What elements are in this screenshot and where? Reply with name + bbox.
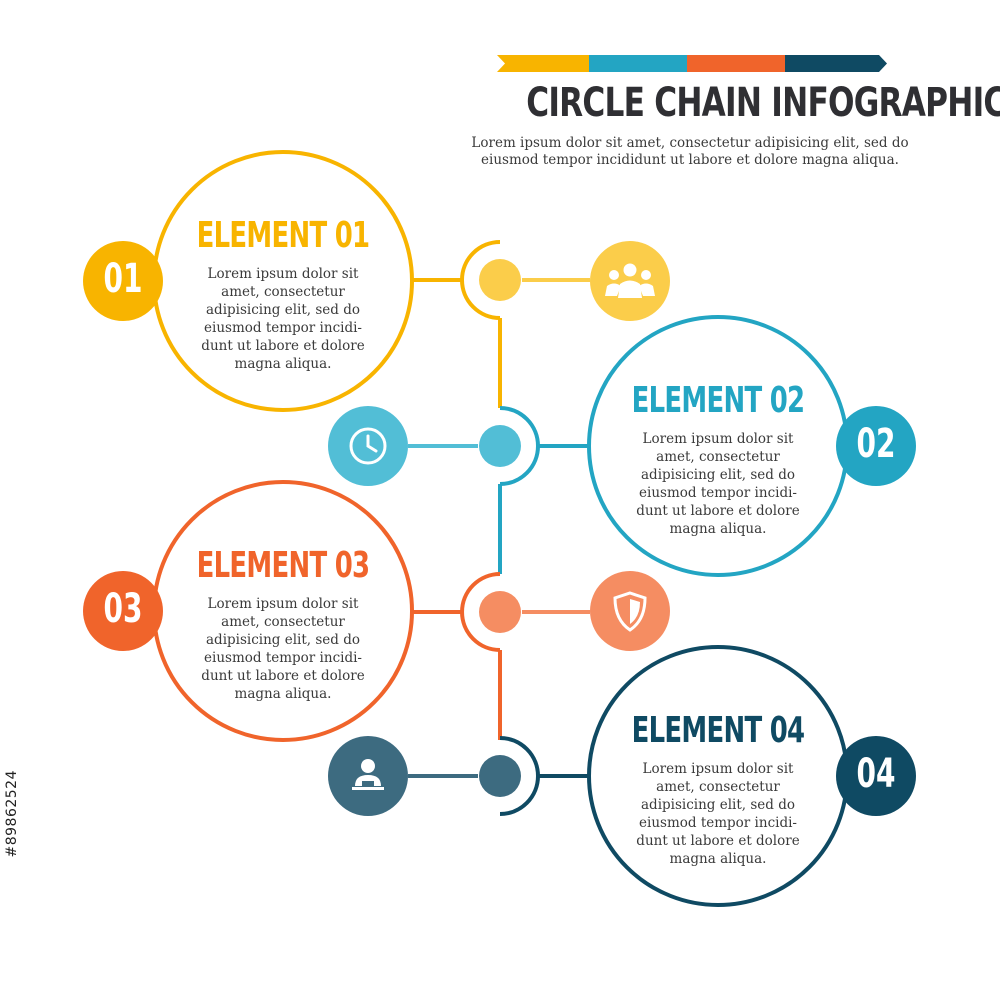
body-line: eiusmod tempor incidi-	[639, 815, 797, 831]
body-line: adipisicing elit, sed do	[206, 302, 360, 318]
element-03-title: ELEMENT 03	[196, 545, 370, 586]
header-bar-segment-3	[687, 55, 785, 72]
node-dot-03	[479, 591, 521, 633]
element-04-body: Lorem ipsum dolor sit amet, consectetur …	[618, 760, 818, 868]
body-line: eiusmod tempor incidi-	[204, 650, 362, 666]
body-line: Lorem ipsum dolor sit	[642, 431, 794, 447]
number-badge-02	[836, 406, 916, 486]
element-01-title: ELEMENT 01	[196, 215, 370, 256]
subtitle-line: eiusmod tempor incididunt ut labore et d…	[481, 152, 899, 168]
body-line: Lorem ipsum dolor sit	[642, 761, 794, 777]
body-line: dunt ut labore et dolore	[201, 338, 365, 354]
node-dot-01	[479, 259, 521, 301]
number-label-02: 02	[856, 421, 896, 467]
body-line: Lorem ipsum dolor sit	[207, 266, 359, 282]
body-line: dunt ut labore et dolore	[636, 833, 800, 849]
node-dot-04	[479, 755, 521, 797]
body-line: Lorem ipsum dolor sit	[207, 596, 359, 612]
element-03-body: Lorem ipsum dolor sit amet, consectetur …	[183, 595, 383, 703]
body-line: eiusmod tempor incidi-	[639, 485, 797, 501]
body-line: magna aliqua.	[234, 356, 332, 372]
user-laptop-icon	[352, 759, 384, 790]
body-line: magna aliqua.	[669, 521, 767, 537]
body-line: magna aliqua.	[234, 686, 332, 702]
number-badge-03	[83, 571, 163, 651]
node-dot-02	[479, 425, 521, 467]
number-badge-04	[836, 736, 916, 816]
number-label-03: 03	[103, 586, 143, 632]
shield-icon	[613, 591, 647, 632]
people-group-icon	[605, 263, 655, 298]
subtitle-line: Lorem ipsum dolor sit amet, consectetur …	[471, 135, 909, 151]
header-bar-segment-2	[589, 55, 687, 72]
header-bar-segment-1	[497, 55, 589, 72]
header-bar-segment-4	[785, 55, 887, 72]
page-subtitle: Lorem ipsum dolor sit amet, consectetur …	[470, 135, 910, 169]
node-arc-02	[499, 406, 540, 486]
number-badge-01	[83, 241, 163, 321]
body-line: adipisicing elit, sed do	[641, 797, 795, 813]
header-color-bar	[497, 55, 887, 72]
body-line: amet, consectetur	[221, 284, 345, 300]
body-line: dunt ut labore et dolore	[201, 668, 365, 684]
node-arc-01	[460, 240, 501, 320]
number-label-01: 01	[103, 256, 143, 302]
body-line: amet, consectetur	[656, 449, 780, 465]
body-line: eiusmod tempor incidi-	[204, 320, 362, 336]
body-line: amet, consectetur	[656, 779, 780, 795]
body-line: adipisicing elit, sed do	[641, 467, 795, 483]
element-02-body: Lorem ipsum dolor sit amet, consectetur …	[618, 430, 818, 538]
element-01-body: Lorem ipsum dolor sit amet, consectetur …	[183, 265, 383, 373]
node-arc-04	[499, 736, 540, 816]
body-line: adipisicing elit, sed do	[206, 632, 360, 648]
element-02-title: ELEMENT 02	[631, 380, 805, 421]
clock-icon	[349, 427, 387, 465]
body-line: dunt ut labore et dolore	[636, 503, 800, 519]
element-04-title: ELEMENT 04	[631, 710, 805, 751]
body-line: amet, consectetur	[221, 614, 345, 630]
body-line: magna aliqua.	[669, 851, 767, 867]
node-arc-03	[460, 572, 501, 652]
stock-id-watermark: #89862524	[4, 770, 20, 858]
number-label-04: 04	[856, 751, 896, 797]
